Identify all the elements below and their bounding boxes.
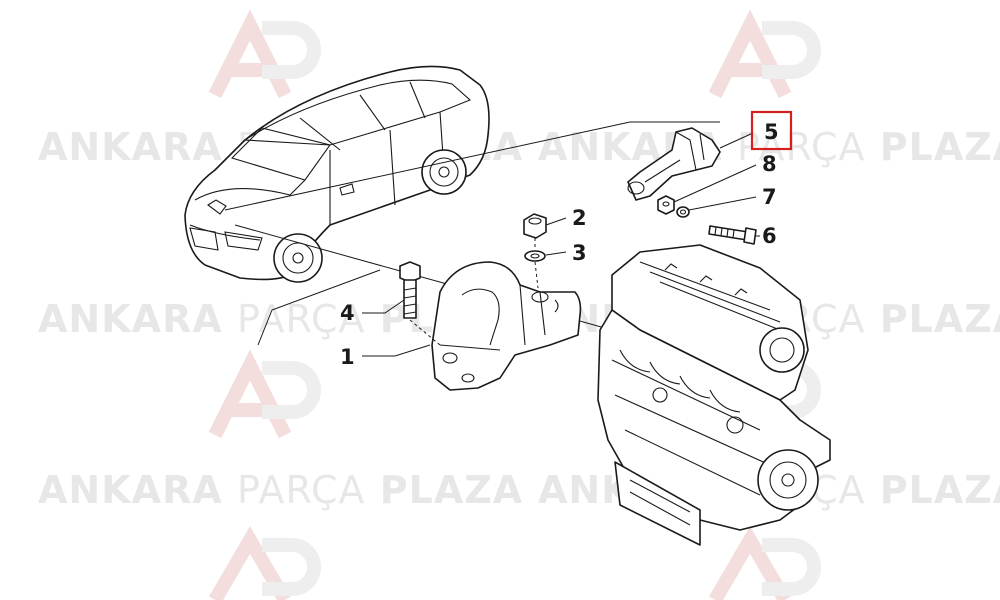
washer-part <box>524 238 546 289</box>
callout-8[interactable]: 8 <box>762 152 777 176</box>
ap-logo-icon <box>708 526 821 600</box>
car-illustration <box>184 65 631 336</box>
watermark-text: ANKARA PARÇA PLAZA <box>38 468 523 512</box>
nut-small-part <box>657 195 675 215</box>
callout-7[interactable]: 7 <box>762 185 777 209</box>
torque-rod-part <box>627 127 721 201</box>
callout-1[interactable]: 1 <box>340 345 355 369</box>
callout-2[interactable]: 2 <box>572 206 587 230</box>
ap-logo-icon <box>208 9 321 99</box>
long-bolt-part <box>708 225 757 245</box>
bolt-part <box>399 261 441 346</box>
ap-logo-icon <box>208 349 321 439</box>
highlight-box <box>750 110 793 151</box>
nut-part <box>523 213 547 239</box>
callout-3[interactable]: 3 <box>572 241 587 265</box>
washer-small-part <box>676 206 690 218</box>
callout-6[interactable]: 6 <box>762 224 777 248</box>
callout-4[interactable]: 4 <box>340 301 355 325</box>
ap-logo-icon <box>708 9 821 99</box>
callout-5[interactable]: 5 <box>764 120 779 144</box>
engine-block-illustration <box>597 244 831 546</box>
engine-mount-bracket <box>431 261 582 391</box>
leader-lines <box>257 121 760 357</box>
ap-logo-icon <box>208 526 321 600</box>
watermark-text: ANKARA PARÇA PLAZA <box>538 125 1000 169</box>
